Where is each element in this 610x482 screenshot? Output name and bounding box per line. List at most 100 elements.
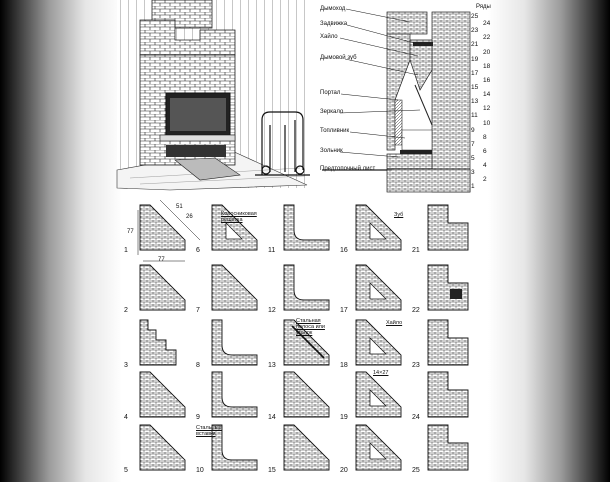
ann-size-14x27: 14×27 — [373, 370, 389, 376]
plan-row-1 — [139, 204, 186, 251]
plan-number: 23 — [412, 362, 420, 369]
plan-row-16 — [355, 204, 402, 251]
row-number: 16 — [483, 76, 491, 84]
plan-row-13 — [283, 319, 330, 366]
label-dymovoy-zub: Дымовой зуб — [320, 55, 357, 61]
label-dymokhod: Дымоход — [320, 6, 346, 12]
row-number: 19 — [471, 55, 479, 63]
row-number: 4 — [483, 162, 487, 170]
plan-number: 7 — [196, 307, 200, 314]
plan-number: 15 — [268, 467, 276, 474]
plan-opening — [369, 442, 387, 460]
plan-row-12 — [283, 264, 330, 311]
plan-number: 10 — [196, 467, 204, 474]
row-number: 12 — [483, 105, 491, 113]
plan-row-19 — [355, 371, 402, 418]
ann-khailo-plan: Хайло — [386, 320, 403, 326]
row-number: 2 — [483, 176, 487, 184]
label-zolnik: Зольник — [320, 148, 343, 154]
plan-dim-bottom: 77 — [158, 257, 165, 263]
row-number: 24 — [483, 20, 491, 28]
plan-row-8 — [211, 319, 258, 366]
plan-opening — [450, 289, 462, 299]
row-number: 23 — [471, 27, 479, 35]
plan-number: 16 — [340, 247, 348, 254]
row-number: 20 — [483, 48, 491, 56]
plan-row-15 — [283, 424, 330, 471]
plan-number: 11 — [268, 247, 276, 254]
plan-number: 2 — [124, 307, 128, 314]
plan-number: 4 — [124, 414, 128, 421]
plan-opening — [369, 222, 387, 240]
plan-dim-diag1: 51 — [176, 204, 183, 210]
label-zerkalo: Зеркало — [320, 109, 344, 115]
plan-number: 8 — [196, 362, 200, 369]
plan-number: 14 — [268, 414, 276, 421]
plan-row-17 — [355, 264, 402, 311]
fireplace-vertical-section — [322, 8, 471, 193]
plan-row-21 — [427, 204, 469, 251]
plan-row-18 — [355, 319, 402, 366]
plan-row-6 — [211, 204, 258, 251]
row-number: 17 — [471, 69, 479, 77]
label-zadvizhka: Задвижка — [320, 21, 348, 27]
plan-row-10 — [211, 424, 258, 471]
row-number: 18 — [483, 62, 491, 70]
plan-number: 18 — [340, 362, 348, 369]
plan-row-9 — [211, 371, 258, 418]
plan-row-3 — [139, 319, 177, 366]
ann-steel-strip: Стальная полоса или уголок — [296, 318, 325, 336]
label-portal: Портал — [320, 90, 341, 96]
plan-number: 1 — [124, 247, 128, 254]
ann-zub: Зуб — [394, 212, 404, 218]
ann-steel-inserts: Стальные вставки — [196, 425, 222, 437]
plan-number: 21 — [412, 247, 420, 254]
row-number: 14 — [483, 91, 491, 99]
ann-kolosnik: Колосниковая решетка — [221, 211, 257, 223]
row-number: 22 — [483, 34, 491, 42]
row-number: 13 — [471, 98, 479, 106]
plan-number: 3 — [124, 362, 128, 369]
label-khailo: Хайло — [320, 34, 338, 40]
plan-number: 17 — [340, 307, 348, 314]
row-number: 8 — [483, 133, 487, 141]
plan-number: 12 — [268, 307, 276, 314]
plan-row-2 — [139, 264, 186, 311]
row-number: 6 — [483, 147, 487, 155]
plan-dim-left: 77 — [127, 229, 134, 235]
plan-row-7 — [211, 264, 258, 311]
plan-row-20 — [355, 424, 402, 471]
plan-row-4 — [139, 371, 186, 418]
row-number: 9 — [471, 126, 475, 134]
row-number: 3 — [471, 169, 475, 177]
row-number: 10 — [483, 119, 491, 127]
plan-row-24 — [427, 371, 469, 418]
plan-row-14 — [283, 371, 330, 418]
plan-row-11 — [283, 204, 330, 251]
plan-number: 9 — [196, 414, 200, 421]
label-toplivnik: Топливник — [320, 128, 350, 134]
label-predtopochny-list: Предтопочный лист — [320, 166, 376, 172]
steel-strip-mark — [291, 325, 325, 359]
plan-opening — [369, 337, 387, 355]
row-number: 11 — [471, 112, 478, 120]
plan-opening — [225, 222, 243, 240]
row-number: 5 — [471, 155, 475, 162]
row-number: 7 — [471, 140, 475, 148]
plan-opening — [369, 389, 387, 407]
fireplace-row-plans — [139, 204, 469, 471]
plan-number: 25 — [412, 467, 420, 474]
plan-number: 6 — [196, 247, 200, 254]
plan-number: 13 — [268, 362, 276, 369]
plan-opening — [369, 282, 387, 300]
row-number: 1 — [471, 183, 475, 191]
plan-dim-diag2: 26 — [186, 214, 193, 220]
plan-row-25 — [427, 424, 469, 471]
plan-1-dimensions — [137, 199, 201, 262]
plan-number: 20 — [340, 467, 348, 474]
plan-row-23 — [427, 319, 469, 366]
rows-header: Ряды — [476, 4, 491, 10]
plan-row-22 — [427, 264, 469, 311]
